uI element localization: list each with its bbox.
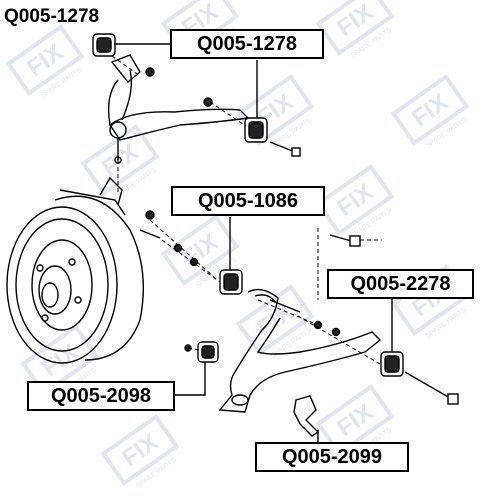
mid-bushing [139, 210, 243, 295]
watermark-frame [160, 214, 240, 286]
watermark-frame [315, 0, 395, 56]
watermark-brand: FIX [332, 0, 378, 42]
watermark-frame [235, 284, 315, 356]
assembly-lines [111, 55, 382, 365]
watermark-brand: FIX [407, 89, 453, 133]
watermark-brand: FIX [332, 179, 378, 223]
part-label-left-bushing: Q005-2098 [27, 381, 175, 411]
left-bushing [184, 341, 219, 363]
lower-control-arm [218, 288, 382, 413]
watermark-frame [315, 384, 395, 456]
part-label-ball-joint: Q005-2099 [255, 442, 409, 472]
watermark-brand: FIX [22, 39, 68, 83]
watermark-frame [80, 124, 160, 196]
ball-joint [293, 395, 320, 437]
part-label-right-bushing: Q005-2278 [327, 269, 474, 299]
part-label-upper-arm: Q005-1278 [170, 29, 324, 59]
page-title: Q005-1278 [4, 6, 100, 27]
watermark-frame [5, 24, 85, 96]
watermark-frame [315, 164, 395, 236]
watermark-brand: FIX [117, 429, 163, 473]
watermark-frame [100, 414, 180, 486]
watermark-brand: FIX [252, 299, 298, 343]
part-label-mid-bushing: Q005-1086 [171, 186, 325, 216]
brake-disc [6, 176, 144, 364]
watermark-frame [390, 74, 470, 146]
upper-bushings [92, 33, 301, 157]
leader-lines [114, 43, 393, 442]
watermark-brand: FIX [332, 399, 378, 443]
